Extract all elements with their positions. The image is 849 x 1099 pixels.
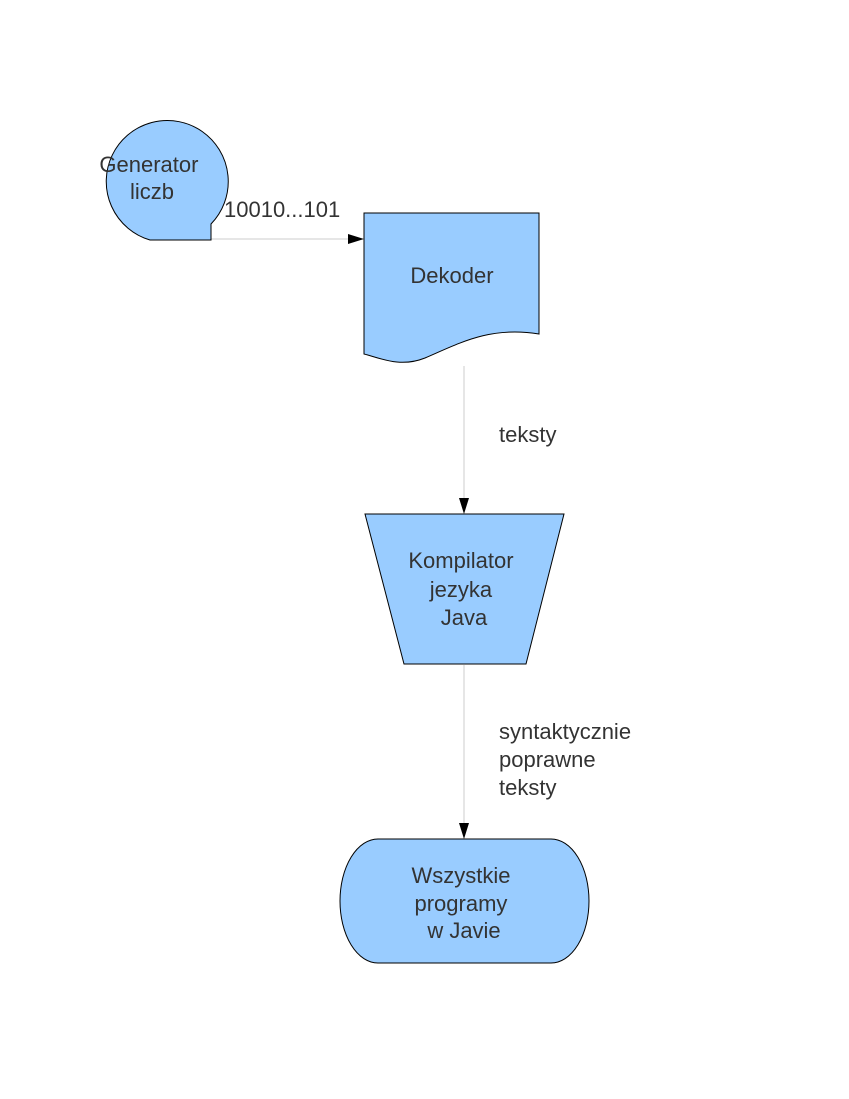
decoder-shape (363, 212, 540, 363)
edge-compiler-to-programs: syntaktycznie poprawne teksty (459, 665, 637, 839)
node-programs: Wszystkie programy w Javie (339, 838, 590, 964)
programs-shape (339, 838, 590, 964)
programs-label: Wszystkie programy w Javie (411, 863, 516, 943)
node-decoder: Dekoder (363, 212, 540, 363)
decoder-label: Dekoder (410, 263, 493, 288)
generator-label: Generator liczb (99, 152, 204, 204)
arrowhead-icon (348, 234, 364, 244)
compiler-label: Kompilator jezyka Java (408, 548, 519, 630)
node-compiler: Kompilator jezyka Java (364, 513, 565, 665)
generator-shape (105, 119, 229, 241)
arrowhead-icon (459, 498, 469, 514)
node-generator: Generator liczb (99, 119, 229, 241)
edge-label-valid-texts: syntaktycznie poprawne teksty (499, 719, 637, 800)
edge-decoder-to-compiler: teksty (459, 366, 556, 514)
arrowhead-icon (459, 823, 469, 839)
edge-label-bitstring: 10010...101 (224, 197, 340, 222)
edge-label-texts: teksty (499, 422, 556, 447)
compiler-shape (364, 513, 565, 665)
edge-generator-to-decoder: 10010...101 (211, 197, 364, 244)
